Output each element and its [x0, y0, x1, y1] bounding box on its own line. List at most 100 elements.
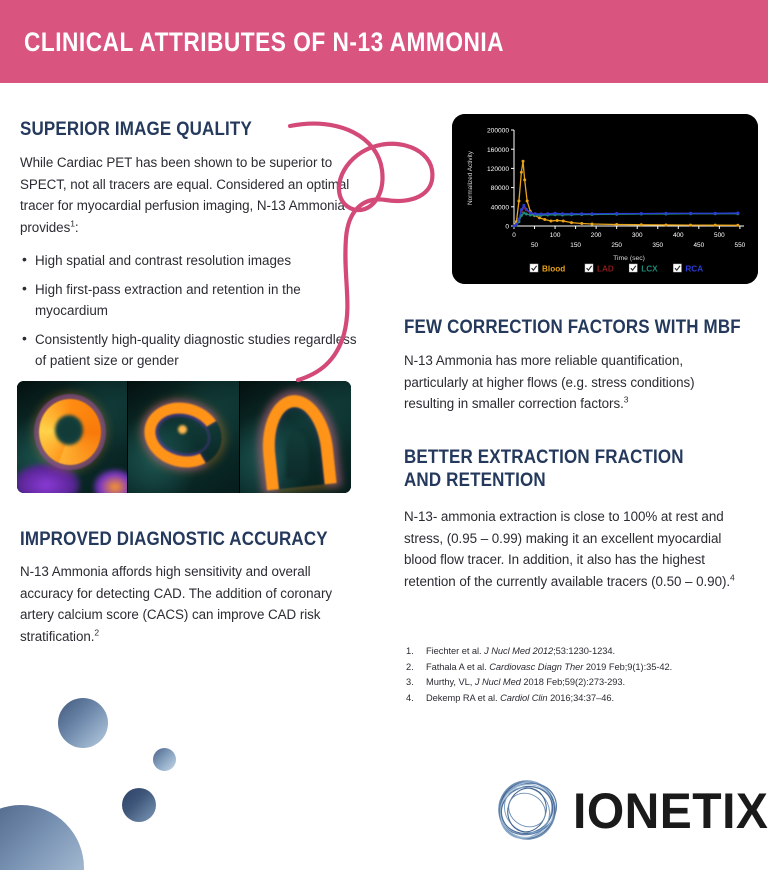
series-point-blood — [549, 219, 553, 223]
x-tick-label: 250 — [611, 242, 622, 249]
section-heading-few-correction-factors: FEW CORRECTION FACTORS WITH MBF — [404, 316, 741, 338]
sphere-large — [0, 805, 84, 870]
series-point-blood — [537, 216, 541, 220]
ventricle-cavity — [55, 415, 83, 445]
series-point-lcx — [524, 212, 528, 216]
sphere-small — [153, 748, 176, 771]
series-point-blood — [639, 223, 643, 227]
y-tick-label: 40000 — [491, 204, 510, 211]
series-point-rca — [553, 211, 557, 215]
reference-number: 1. — [406, 646, 414, 656]
pink-swirl-decoration — [287, 121, 435, 383]
y-axis-title: Normalized Activity — [467, 150, 474, 205]
series-point-lcx — [522, 211, 526, 215]
series-point-blood — [555, 218, 559, 222]
series-point-rca — [664, 211, 668, 215]
pet-image-short-axis — [17, 381, 128, 493]
series-point-rca — [533, 212, 537, 216]
ionetix-wordmark: IONETIX — [573, 783, 768, 839]
series-point-blood — [664, 223, 668, 227]
series-point-rca — [713, 211, 717, 215]
reference-text: Murthy, VL, J Nucl Med 2018 Feb;59(2):27… — [426, 677, 626, 687]
legend-checkbox-lcx — [628, 263, 638, 273]
series-point-rca — [615, 212, 619, 216]
x-tick-label: 350 — [652, 242, 663, 249]
legend-label-lcx: LCX — [641, 264, 658, 273]
paragraph-tail: : — [74, 219, 79, 235]
logo-scribble-group — [498, 780, 557, 840]
series-point-blood — [561, 219, 565, 223]
references-list: 1. Fiechter et al. J Nucl Med 2012;53:123… — [406, 644, 756, 706]
series-point-rca — [736, 211, 740, 215]
reference-number: 2. — [406, 661, 414, 672]
bullet-list-image-quality: High spatial and contrast resolution ima… — [20, 249, 360, 379]
series-point-blood — [615, 222, 619, 226]
footnote-marker-2: 2 — [94, 627, 100, 638]
series-point-rca — [517, 217, 521, 221]
paragraph-few-correction-factors: N-13 Ammonia has more reliable quantific… — [404, 350, 746, 415]
papillary-hotspot — [178, 425, 188, 434]
legend-checkbox-rca — [673, 263, 682, 273]
y-tick-label: 80000 — [491, 185, 510, 192]
series-point-blood — [525, 199, 529, 203]
reference-number: 3. — [406, 677, 414, 687]
list-item: High first-pass extraction and retention… — [20, 278, 360, 321]
footnote-marker-3: 3 — [623, 394, 629, 405]
series-point-rca — [590, 212, 594, 216]
section-heading-superior-image-quality: SUPERIOR IMAGE QUALITY — [20, 118, 252, 140]
series-point-rca — [512, 224, 516, 228]
chart-background — [452, 114, 758, 284]
series-point-rca — [539, 212, 543, 216]
x-tick-label: 300 — [632, 232, 643, 239]
y-tick-label: 200000 — [487, 128, 509, 135]
reference-text: Dekemp RA et al. Cardiol Clin 2016;34:37… — [426, 692, 614, 703]
x-tick-label: 200 — [591, 232, 602, 239]
series-point-blood — [590, 222, 594, 226]
series-point-blood — [580, 222, 584, 226]
legend-checkbox-blood — [529, 263, 539, 273]
x-tick-label: 400 — [673, 232, 684, 239]
ionetix-circle-mark-icon — [498, 780, 557, 840]
x-tick-label: 500 — [714, 232, 725, 239]
pet-perfusion-image-panel — [17, 381, 351, 493]
series-point-rca — [519, 208, 523, 212]
reference-text: Fiechter et al. J Nucl Med 2012;53:1230-… — [426, 646, 615, 656]
paragraph-text: N-13 Ammonia affords high sensitivity an… — [20, 564, 332, 644]
sphere-medium — [58, 698, 108, 748]
x-tick-label: 0 — [512, 232, 516, 239]
pet-divider — [127, 381, 129, 493]
pet-image-vertical-long-axis — [239, 381, 351, 493]
series-point-rca — [522, 203, 526, 207]
series-point-blood — [713, 223, 717, 227]
series-point-rca — [524, 207, 528, 211]
x-tick-label: 150 — [570, 242, 581, 249]
series-point-rca — [570, 212, 573, 216]
chart-svg: 04000080000120000160000200000Normalized … — [452, 114, 758, 284]
y-tick-label: 0 — [505, 224, 509, 231]
legend-checkmark-icon — [586, 265, 593, 272]
series-point-blood — [517, 199, 521, 203]
y-tick-label: 160000 — [487, 147, 509, 154]
legend-checkmark-icon — [630, 265, 637, 272]
series-point-rca — [560, 212, 564, 216]
series-point-blood — [689, 223, 693, 227]
legend-checkbox-lad — [584, 263, 594, 273]
reference-text: Fathala A et al. Cardiovasc Diagn Ther 2… — [426, 661, 673, 672]
footnote-marker-4: 4 — [730, 572, 735, 583]
x-tick-label: 450 — [693, 242, 704, 249]
chart-render-group: 04000080000120000160000200000Normalized … — [467, 128, 746, 274]
pet-image-horizontal-long-axis — [128, 381, 239, 493]
x-tick-label: 50 — [531, 242, 539, 249]
paragraph-text: N-13 Ammonia has more reliable quantific… — [404, 353, 695, 411]
x-tick-label: 100 — [550, 232, 561, 239]
x-tick-label: 550 — [735, 242, 746, 249]
series-point-blood — [543, 218, 547, 222]
paragraph-better-extraction-fraction: N-13- ammonia extraction is close to 100… — [404, 506, 748, 592]
swirl-path — [287, 121, 435, 383]
sphere-dark — [122, 788, 156, 822]
series-point-blood — [570, 221, 573, 225]
x-axis-title: Time (sec) — [613, 255, 645, 262]
series-point-blood — [519, 170, 523, 174]
